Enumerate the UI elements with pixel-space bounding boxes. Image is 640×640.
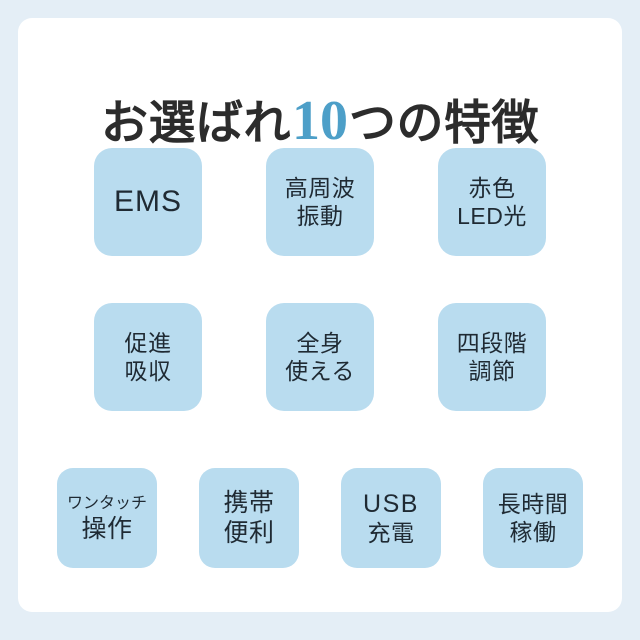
feature-chip-red-led-light[interactable]: 赤色 LED光	[438, 148, 546, 256]
feature-chip-line2: 操作	[81, 514, 133, 543]
feature-chip-line1: ワンタッチ	[66, 494, 147, 512]
feature-chip-line1: 高周波	[284, 175, 356, 201]
feature-chip-line1: 促進	[124, 330, 172, 356]
feature-chip-four-level-adjustment[interactable]: 四段階 調節	[438, 303, 546, 411]
feature-chip-ems[interactable]: EMS	[94, 148, 202, 256]
feature-chip-line1: 長時間	[497, 491, 569, 517]
page-title: お選ばれ10つの特徴	[18, 91, 622, 154]
feature-chip-full-body-use[interactable]: 全身 使える	[266, 303, 374, 411]
feature-chip-line2: 使える	[285, 358, 355, 384]
feature-chip-line2: 稼働	[509, 519, 557, 545]
feature-chip-line1: 赤色	[468, 175, 516, 201]
feature-chip-line2: 吸収	[124, 358, 172, 384]
feature-row-1: EMS 高周波 振動 赤色 LED光	[18, 148, 622, 256]
feature-chip-line1: USB	[363, 490, 419, 518]
white-content-card: お選ばれ10つの特徴 EMS 高周波 振動 赤色 LED光 促進 吸収 全身 使…	[18, 18, 622, 612]
title-prefix: お選ばれ	[101, 98, 291, 151]
feature-chip-high-frequency-vibration[interactable]: 高周波 振動	[266, 148, 374, 256]
feature-chip-line2: LED光	[457, 203, 527, 229]
feature-chip-line2: 調節	[468, 358, 516, 384]
feature-row-2: 促進 吸収 全身 使える 四段階 調節	[18, 303, 622, 411]
feature-chip-absorption-promotion[interactable]: 促進 吸収	[94, 303, 202, 411]
feature-chip-line1: 携帯	[223, 489, 275, 517]
feature-chip-portable-convenient[interactable]: 携帯 便利	[199, 468, 299, 568]
feature-chip-long-operating-time[interactable]: 長時間 稼働	[483, 468, 583, 568]
feature-chip-line2: 便利	[223, 519, 275, 547]
feature-chip-usb-charging[interactable]: USB 充電	[341, 468, 441, 568]
feature-chip-line2: 充電	[367, 520, 415, 546]
title-number-accent: 10	[292, 90, 348, 153]
feature-chip-line1: 四段階	[456, 330, 528, 356]
feature-chip-line1: EMS	[113, 185, 182, 218]
feature-row-3: ワンタッチ 操作 携帯 便利 USB 充電 長時間 稼働	[18, 468, 622, 568]
feature-chip-one-touch-operation[interactable]: ワンタッチ 操作	[57, 468, 157, 568]
title-suffix: つの特徴	[349, 98, 539, 151]
feature-chip-line2: 振動	[296, 203, 344, 229]
feature-chip-line1: 全身	[296, 330, 344, 356]
